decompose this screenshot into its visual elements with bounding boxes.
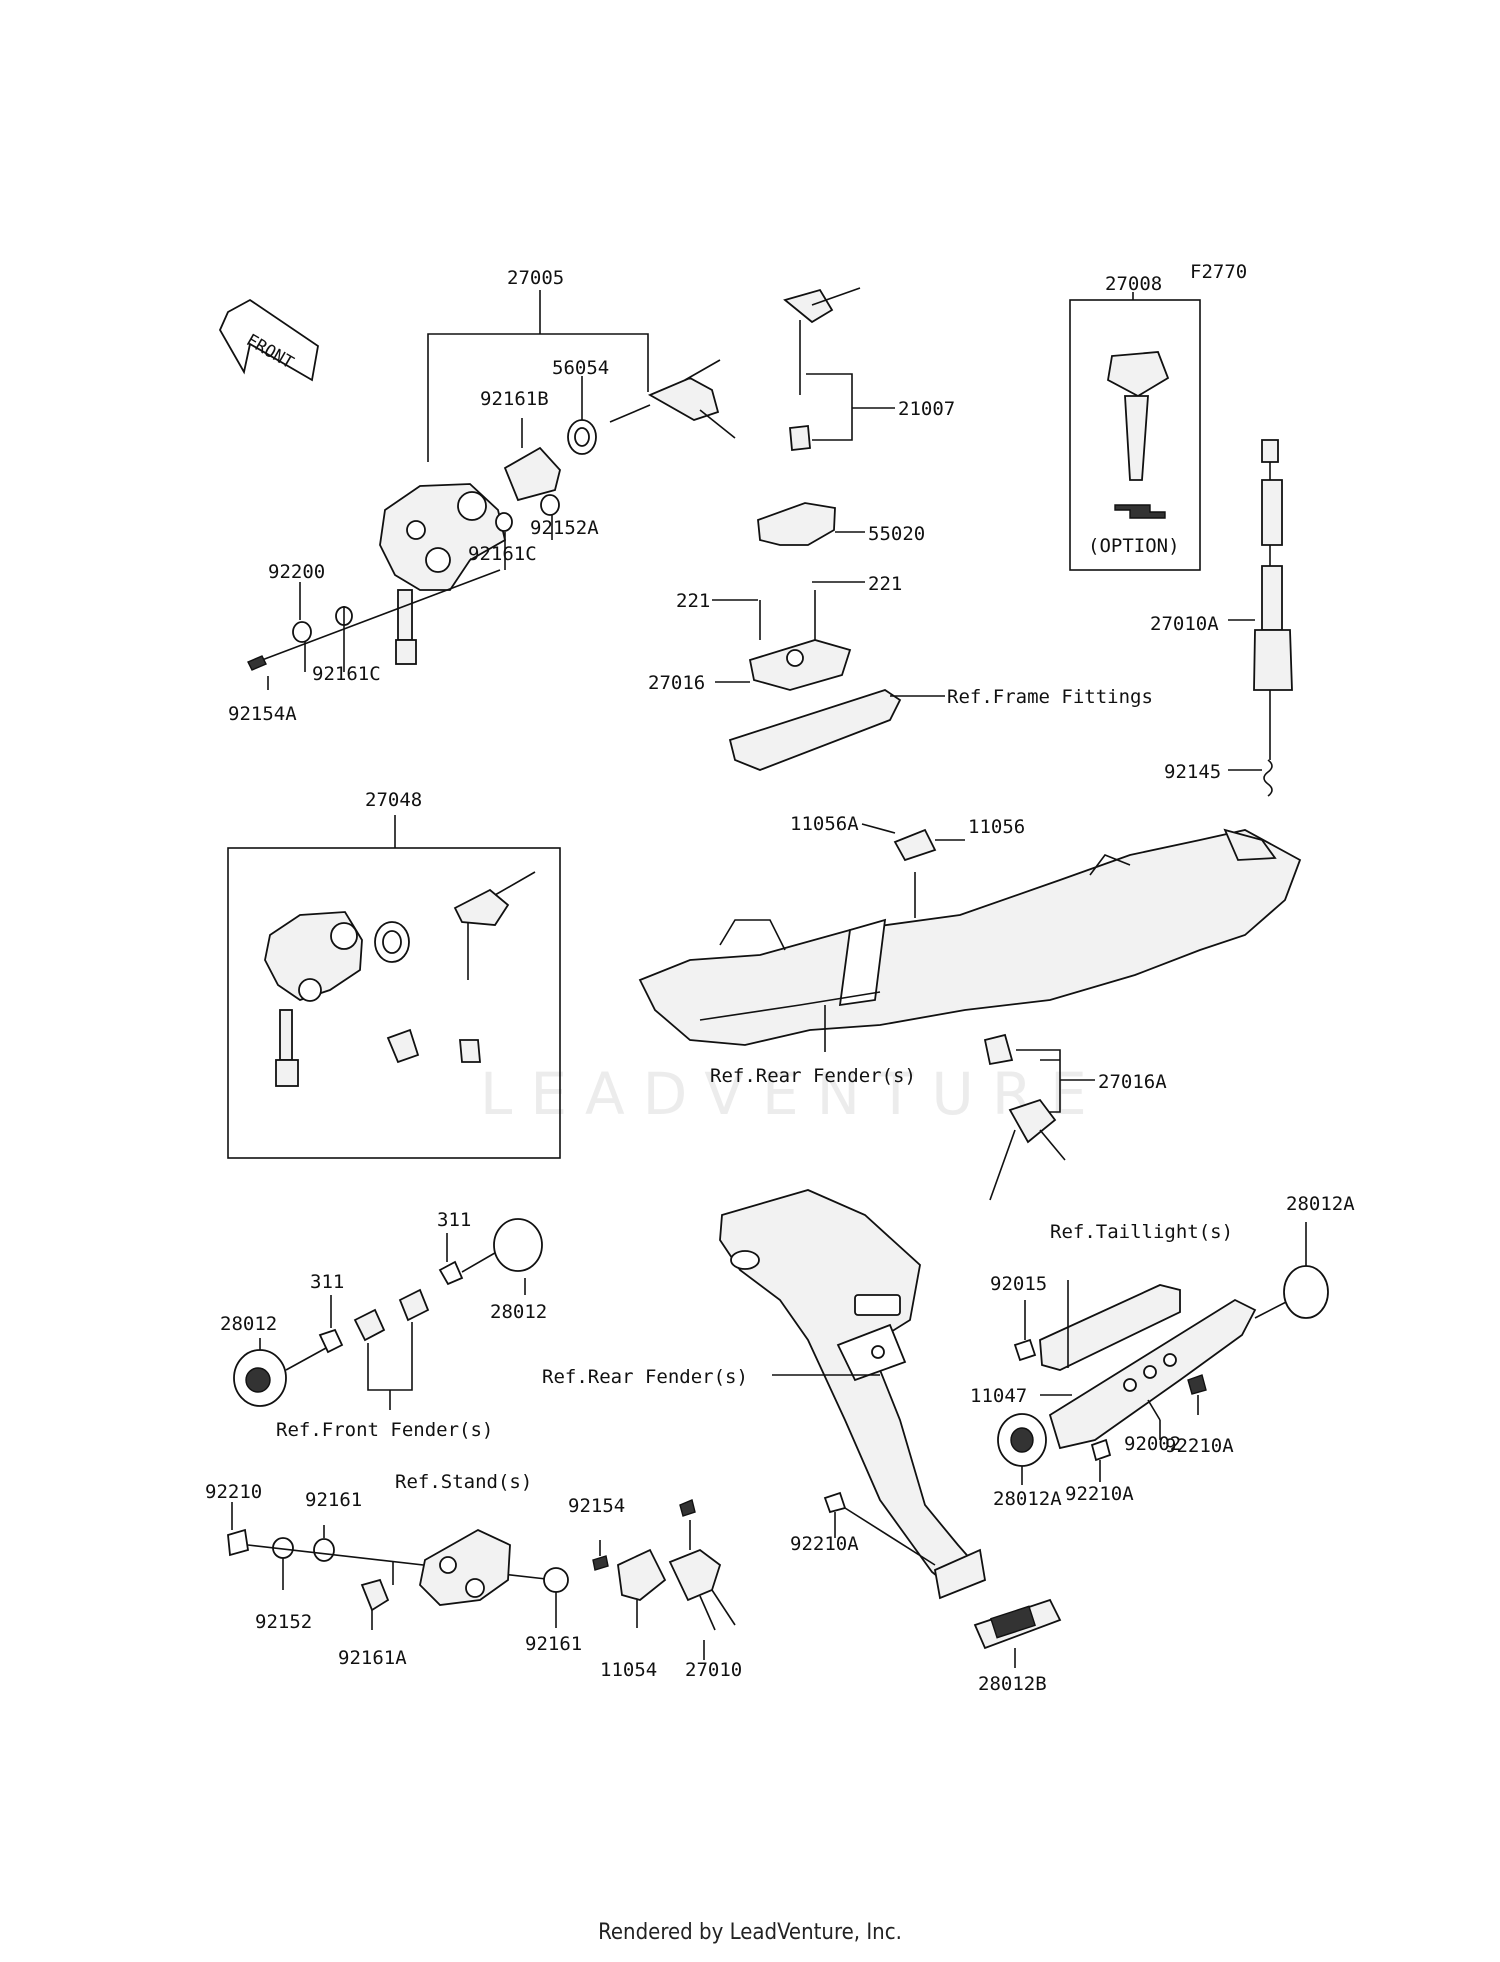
label-28012A: 28012A bbox=[1286, 1193, 1355, 1215]
label-28012B: 28012B bbox=[978, 1673, 1047, 1695]
diagram-code: F2770 bbox=[1190, 261, 1247, 283]
label-28012: 28012 bbox=[490, 1301, 547, 1323]
option-key-box: (OPTION) bbox=[1069, 292, 1201, 571]
label-92210A: 92210A bbox=[1065, 1483, 1134, 1505]
label-27008: 27008 bbox=[1105, 273, 1162, 295]
label-92002: 92002 bbox=[1124, 1433, 1181, 1455]
label-92145: 92145 bbox=[1164, 761, 1221, 783]
part-labels: F2770 27005 56054 92161B 92152A 92161C 9… bbox=[205, 261, 1355, 1695]
kit-27048-box bbox=[227, 815, 561, 1159]
ignition-switch-assembly bbox=[247, 290, 736, 690]
label-92161B: 92161B bbox=[480, 388, 549, 410]
label-221: 221 bbox=[868, 573, 902, 595]
option-label: (OPTION) bbox=[1088, 535, 1180, 557]
label-11054: 11054 bbox=[600, 1659, 657, 1681]
label-311: 311 bbox=[310, 1271, 344, 1293]
seat-lock-27016 bbox=[712, 502, 945, 771]
label-92154A: 92154A bbox=[228, 703, 297, 725]
label-27048: 27048 bbox=[365, 789, 422, 811]
watermark: LEADVENTURE bbox=[480, 1060, 1105, 1128]
label-11047: 11047 bbox=[970, 1385, 1027, 1407]
label-11056: 11056 bbox=[968, 816, 1025, 838]
label-ref-rear-fender: Ref.Rear Fender(s) bbox=[710, 1065, 916, 1087]
front-arrow: FRONT bbox=[218, 298, 319, 382]
label-27016: 27016 bbox=[648, 672, 705, 694]
label-92154: 92154 bbox=[568, 1495, 625, 1517]
label-92200: 92200 bbox=[268, 561, 325, 583]
label-27010A: 27010A bbox=[1150, 613, 1219, 635]
key-set-21007 bbox=[783, 287, 895, 451]
side-stand-switch-group bbox=[227, 1499, 736, 1660]
label-92161: 92161 bbox=[305, 1489, 362, 1511]
label-55020: 55020 bbox=[868, 523, 925, 545]
footer-credit: Rendered by LeadVenture, Inc. bbox=[598, 1920, 902, 1945]
label-11056A: 11056A bbox=[790, 813, 859, 835]
label-27010: 27010 bbox=[685, 1659, 742, 1681]
label-311: 311 bbox=[437, 1209, 471, 1231]
label-92152: 92152 bbox=[255, 1611, 312, 1633]
label-28012A: 28012A bbox=[993, 1488, 1062, 1510]
label-92210A: 92210A bbox=[790, 1533, 859, 1555]
label-92161C: 92161C bbox=[312, 663, 381, 685]
rear-reflector-bracket bbox=[997, 1222, 1329, 1485]
label-92152A: 92152A bbox=[530, 517, 599, 539]
label-92210A: 92210A bbox=[1165, 1435, 1234, 1457]
label-92015: 92015 bbox=[990, 1273, 1047, 1295]
label-56054: 56054 bbox=[552, 357, 609, 379]
label-ref-front-fender: Ref.Front Fender(s) bbox=[276, 1419, 493, 1441]
label-ref-frame-fittings: Ref.Frame Fittings bbox=[947, 686, 1153, 708]
label-92210: 92210 bbox=[205, 1481, 262, 1503]
label-92161A: 92161A bbox=[338, 1647, 407, 1669]
switch-27010A bbox=[1228, 439, 1293, 797]
label-ref-taillight: Ref.Taillight(s) bbox=[1050, 1221, 1233, 1243]
label-92161: 92161 bbox=[525, 1633, 582, 1655]
plate-reflector-28012B bbox=[823, 1491, 1062, 1668]
front-reflector-assembly bbox=[233, 1218, 543, 1410]
label-27005: 27005 bbox=[507, 267, 564, 289]
label-21007: 21007 bbox=[898, 398, 955, 420]
label-92161C: 92161C bbox=[468, 543, 537, 565]
license-plate-holder bbox=[719, 1189, 987, 1600]
label-ref-rear-fender: Ref.Rear Fender(s) bbox=[542, 1366, 748, 1388]
label-28012: 28012 bbox=[220, 1313, 277, 1335]
label-221: 221 bbox=[676, 590, 710, 612]
label-ref-stand: Ref.Stand(s) bbox=[395, 1471, 532, 1493]
label-27016A: 27016A bbox=[1098, 1071, 1167, 1093]
rear-fender-frame bbox=[638, 823, 1302, 1201]
